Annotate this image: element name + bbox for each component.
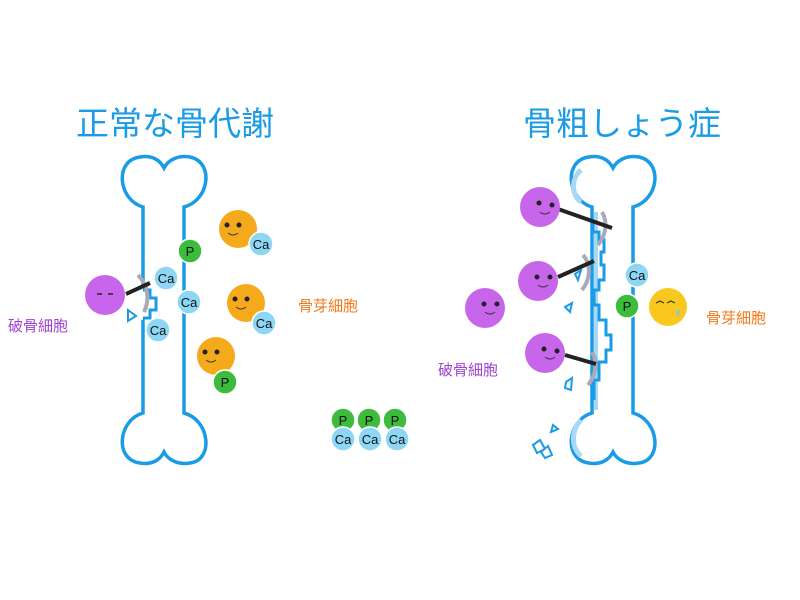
calcium-molecule: Ca (145, 317, 171, 343)
title-osteoporosis: 骨粗しょう症 (523, 104, 721, 143)
calcium-molecule: Ca (153, 265, 179, 291)
osteoclast-arm (557, 207, 613, 230)
svg-text:Ca: Ca (362, 432, 379, 447)
svg-text:P: P (339, 413, 348, 428)
osteoblast-cell: Ca (227, 284, 277, 336)
svg-text:Ca: Ca (181, 295, 198, 310)
erosion-arc (596, 210, 608, 247)
calcium-molecule: Ca (624, 262, 650, 288)
osteoclast-cell (518, 261, 558, 301)
osteoclast-arm (557, 259, 595, 279)
svg-text:Ca: Ca (335, 432, 352, 447)
bone-fragments (531, 267, 583, 460)
osteoclast-arm (125, 281, 151, 296)
calcium-molecule: Ca (357, 426, 383, 452)
svg-text:P: P (186, 244, 195, 259)
svg-text:Ca: Ca (158, 271, 175, 286)
svg-text:Ca: Ca (256, 316, 273, 331)
sad-osteoblast-cell (649, 288, 687, 326)
label-osteoblast-left: 骨芽細胞 (298, 297, 358, 315)
svg-text:P: P (221, 375, 230, 390)
osteoclast-cell (465, 288, 505, 328)
phosphorus-molecule: P (614, 293, 640, 319)
svg-text:Ca: Ca (150, 323, 167, 338)
svg-text:Ca: Ca (629, 268, 646, 283)
calcium-molecule: Ca (384, 426, 410, 452)
erosion-arc (136, 273, 150, 313)
svg-text:P: P (623, 299, 632, 314)
svg-text:Ca: Ca (389, 432, 406, 447)
osteoclast-cell (525, 333, 565, 373)
svg-text:P: P (365, 413, 374, 428)
calcium-molecule: Ca (176, 289, 202, 315)
title-normal: 正常な骨代謝 (76, 104, 274, 143)
mineral-cluster: P P P Ca Ca Ca (330, 407, 410, 452)
label-osteoclast-right: 破骨細胞 (438, 361, 498, 379)
phosphorus-molecule: P (177, 238, 203, 264)
erosion-arc (580, 253, 591, 292)
osteoclast-cell (520, 187, 560, 227)
calcium-molecule: Ca (330, 426, 356, 452)
bone-fragment (127, 308, 138, 323)
osteoblast-cell: Ca (219, 210, 274, 257)
osteoclast-arm (564, 353, 597, 366)
label-osteoblast-right: 骨芽細胞 (706, 309, 766, 327)
svg-text:Ca: Ca (253, 237, 270, 252)
svg-text:P: P (391, 413, 400, 428)
label-osteoclast-left: 破骨細胞 (8, 317, 68, 335)
erosion-arc (586, 350, 598, 387)
osteoporotic-bone (569, 154, 657, 466)
tear-icon (676, 309, 680, 316)
osteoclast-cell (85, 275, 125, 315)
osteoblast-cell: P (197, 337, 238, 395)
